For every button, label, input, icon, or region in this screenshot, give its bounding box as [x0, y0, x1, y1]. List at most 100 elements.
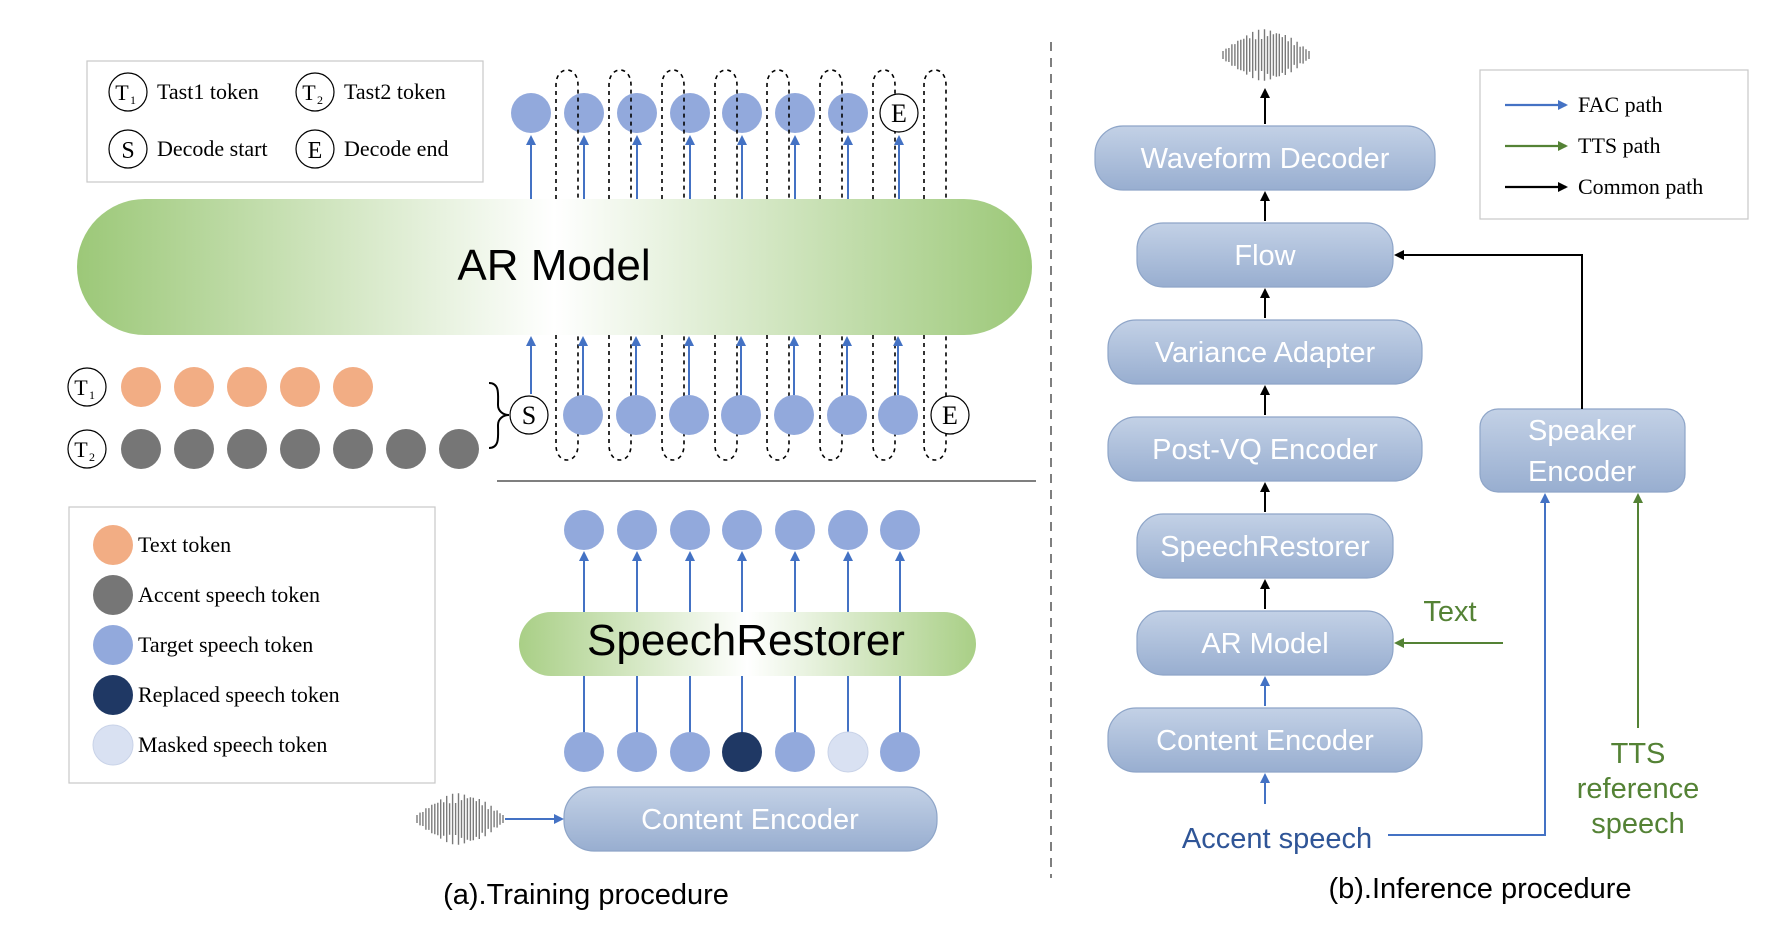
target-speech-token	[669, 395, 709, 435]
token-legend-label: Replaced speech token	[138, 682, 340, 707]
text-token	[227, 367, 267, 407]
speechrestorer-label-inference: SpeechRestorer	[1160, 531, 1370, 563]
speaker-encoder-block: Speaker Encoder	[1479, 408, 1686, 493]
waveform-bars	[416, 793, 504, 845]
token-legend-swatch	[93, 525, 133, 565]
content-encoder-label-inference: Content Encoder	[1156, 725, 1374, 757]
speaker-encoder-label-line1: Speaker	[1528, 415, 1636, 447]
waveform-icon	[416, 793, 504, 845]
feedback-loop-top	[872, 69, 896, 199]
feedback-loop-top	[555, 69, 579, 199]
target-speech-token	[564, 93, 604, 133]
accent-speech-token	[439, 429, 479, 469]
target-speech-token	[775, 510, 815, 550]
target-speech-token	[827, 395, 867, 435]
accent-speech-token	[333, 429, 373, 469]
training-caption: (a).Training procedure	[443, 879, 729, 911]
feedback-loop-top	[714, 69, 738, 199]
target-speech-token	[880, 510, 920, 550]
feedback-loop-top	[819, 69, 843, 199]
waveform-bars	[1222, 29, 1310, 81]
accent-token-row	[121, 429, 479, 469]
legend-end-label: Decode end	[344, 136, 448, 161]
path-legend-label: TTS path	[1578, 133, 1661, 158]
target-speech-token	[564, 510, 604, 550]
path-legend-label: Common path	[1578, 174, 1703, 199]
variance-adapter-label: Variance Adapter	[1155, 337, 1376, 369]
accent-speech-token	[386, 429, 426, 469]
target-speech-token	[774, 395, 814, 435]
text-input-label: Text	[1423, 596, 1476, 628]
feedback-loop-bottom	[555, 335, 579, 461]
arrow-accent-to-speaker	[1388, 493, 1550, 836]
text-token	[121, 367, 161, 407]
path-legend-label: FAC path	[1578, 92, 1663, 117]
svg-text:2: 2	[89, 450, 95, 464]
speechrestorer-block-inference: SpeechRestorer	[1136, 513, 1394, 579]
ar-model-label: AR Model	[457, 241, 650, 290]
target-speech-token	[775, 732, 815, 772]
token-legend-swatch	[93, 575, 133, 615]
content-encoder-label-training: Content Encoder	[641, 804, 859, 836]
token-legend-swatch	[93, 675, 133, 715]
ar-model-block	[77, 199, 1032, 335]
legend-t2-label: Tast2 token	[344, 79, 446, 104]
svg-text:T: T	[115, 80, 129, 105]
token-legend-swatch	[93, 625, 133, 665]
target-speech-token	[880, 732, 920, 772]
ar-model-block-inference: AR Model	[1136, 610, 1394, 676]
speechrestorer-label: SpeechRestorer	[587, 616, 905, 665]
legend-t1-label: Tast1 token	[157, 79, 259, 104]
feedback-loop-top	[661, 69, 685, 199]
target-speech-token	[563, 395, 603, 435]
target-speech-token	[722, 93, 762, 133]
target-speech-token	[775, 93, 815, 133]
feedback-loop-bottom	[872, 335, 896, 461]
token-legend-label: Text token	[138, 532, 231, 557]
svg-text:E: E	[942, 401, 958, 430]
svg-text:T: T	[74, 437, 88, 462]
accent-speech-token	[121, 429, 161, 469]
target-speech-token	[617, 510, 657, 550]
variance-adapter-block: Variance Adapter	[1107, 319, 1423, 385]
accent-speech-token	[227, 429, 267, 469]
legend-end-symbol: E	[295, 129, 335, 169]
feedback-loop-bottom	[608, 335, 632, 461]
text-token	[174, 367, 214, 407]
target-speech-token	[828, 510, 868, 550]
feedback-loop-bottom	[714, 335, 738, 461]
target-speech-token	[564, 732, 604, 772]
flow-label: Flow	[1234, 240, 1296, 272]
token-legend-swatch	[92, 724, 134, 766]
feedback-loop-bottom	[923, 335, 947, 461]
token-legend-label: Accent speech token	[138, 582, 320, 607]
feedback-loop-top	[766, 69, 790, 199]
token-legend-label: Masked speech token	[138, 732, 327, 757]
speaker-encoder-label-line2: Encoder	[1528, 456, 1636, 488]
restorer-output-tokens	[564, 510, 920, 612]
svg-text:T: T	[302, 80, 316, 105]
content-encoder-block-inference: Content Encoder	[1107, 707, 1423, 773]
top-end-symbol: E	[879, 93, 919, 133]
legend-start-label: Decode start	[157, 136, 268, 161]
accent-speech-token	[174, 429, 214, 469]
ar-model-label-inference: AR Model	[1201, 628, 1328, 660]
legend-start-symbol: S	[108, 129, 148, 169]
post-vq-encoder-label: Post-VQ Encoder	[1152, 434, 1378, 466]
text-token	[280, 367, 320, 407]
masked-speech-token	[827, 731, 869, 773]
svg-text:S: S	[121, 138, 134, 164]
tts-ref-line3: speech	[1591, 808, 1685, 840]
accent-speech-token	[280, 429, 320, 469]
legend-t2-symbol: T 2	[295, 72, 335, 112]
feedback-loop-top	[923, 69, 947, 199]
feedback-loop-top	[608, 69, 632, 199]
target-speech-token	[670, 93, 710, 133]
end-symbol: E	[930, 395, 970, 435]
target-speech-token	[617, 93, 657, 133]
waveform-decoder-block: Waveform Decoder	[1094, 125, 1436, 191]
text-token-row	[121, 367, 373, 407]
svg-text:1: 1	[130, 93, 136, 107]
